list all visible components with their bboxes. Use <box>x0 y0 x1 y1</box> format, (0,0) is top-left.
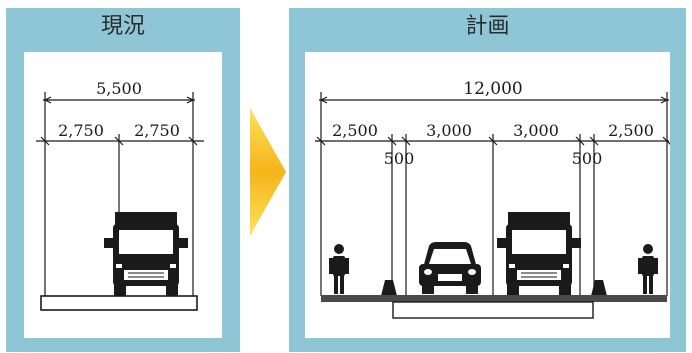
current-lane-left-label: 2,750 <box>58 121 104 140</box>
curb-right-icon <box>591 280 607 296</box>
transition-arrow-icon <box>250 108 286 236</box>
plan-title: 計画 <box>465 14 510 39</box>
current-total-dimension <box>43 92 195 296</box>
plan-median-right-label: 500 <box>572 149 603 168</box>
current-cross-section: 5,500 2,750 2,750 <box>36 79 204 311</box>
plan-cross-section: 12,000 2,500 3,000 3,000 2,500 500 500 <box>315 79 670 319</box>
current-panel: 現況 5,500 2,750 2,750 <box>6 8 240 352</box>
car-icon <box>419 242 481 294</box>
truck-icon <box>104 212 188 296</box>
truck-icon <box>497 212 581 296</box>
current-road <box>40 295 198 311</box>
current-total-width-label: 5,500 <box>96 79 142 98</box>
plan-total-dimension <box>319 92 669 296</box>
plan-segment-dimension <box>315 134 670 296</box>
plan-sidewalk-right-label: 2,500 <box>608 121 654 140</box>
plan-lane-right-label: 3,000 <box>513 121 559 140</box>
plan-total-width-label: 12,000 <box>463 79 522 99</box>
current-title: 現況 <box>100 14 145 39</box>
plan-lane-left-label: 3,000 <box>426 121 472 140</box>
current-lane-right-label: 2,750 <box>134 121 180 140</box>
plan-panel: 計画 12,000 2,500 3,000 3,00 <box>289 8 686 352</box>
plan-sidewalk-left-label: 2,500 <box>332 121 378 140</box>
plan-median-left-label: 500 <box>384 149 415 168</box>
plan-section-area: 12,000 2,500 3,000 3,000 2,500 500 500 <box>305 52 670 338</box>
current-section-area: 5,500 2,750 2,750 <box>24 52 222 338</box>
plan-road <box>321 295 667 319</box>
pedestrian-right-icon <box>638 244 658 294</box>
pedestrian-left-icon <box>329 244 349 294</box>
curb-left-icon <box>381 280 397 296</box>
